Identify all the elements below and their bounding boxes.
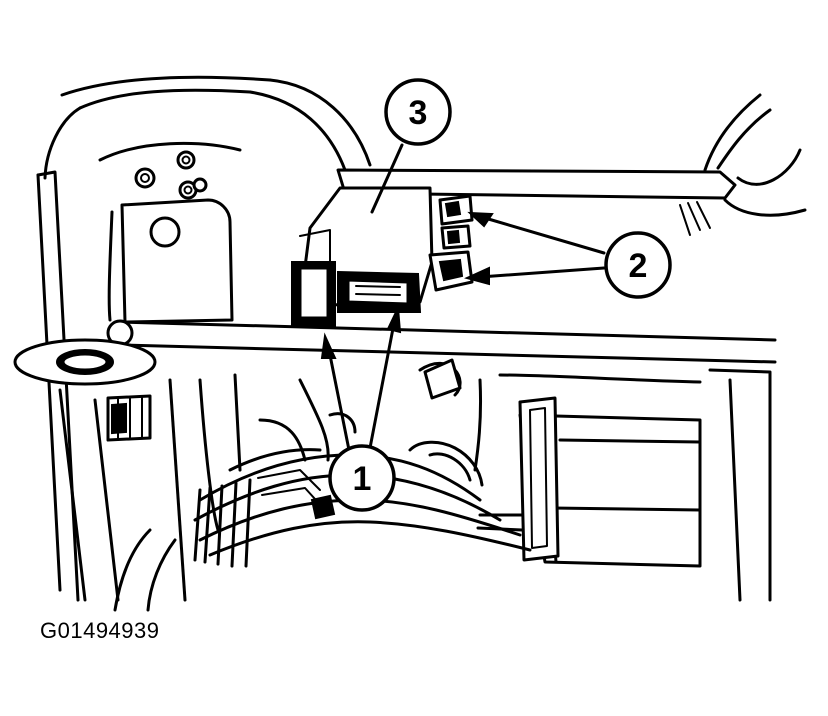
leader-1-left	[326, 343, 351, 452]
leader-1-right	[368, 316, 397, 450]
callout-2-label: 2	[629, 247, 648, 285]
arrowhead-1-right	[386, 304, 402, 334]
vehicle-structure-linework	[13, 75, 807, 612]
leader-2-lower	[478, 266, 606, 279]
callout-3: 3	[384, 78, 452, 146]
leader-2-upper	[483, 216, 606, 255]
callout-1: 1	[328, 444, 396, 512]
arrowhead-1-left	[320, 332, 337, 359]
callout-3-label: 3	[409, 94, 428, 132]
callout-2: 2	[604, 231, 672, 299]
figure-id-label: G01494939	[40, 618, 160, 643]
callout-1-label: 1	[353, 460, 372, 498]
leader-3	[370, 143, 404, 214]
leader-lines	[320, 143, 606, 452]
arrowhead-2-lower	[464, 266, 490, 286]
arrowhead-2-upper	[467, 211, 494, 228]
